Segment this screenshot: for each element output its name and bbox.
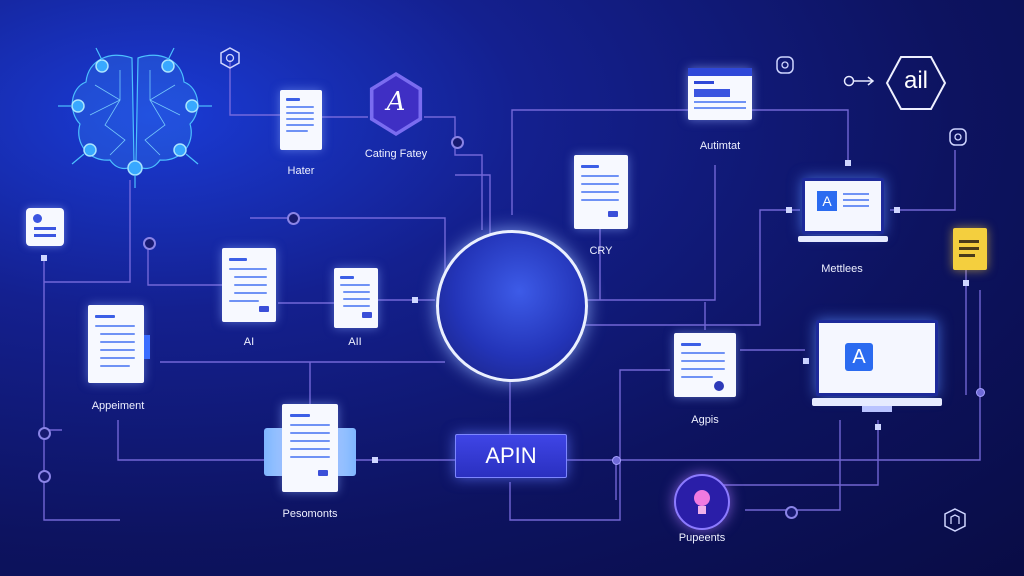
profile-card-icon [26, 208, 64, 246]
dating-label: Cating Fatey [364, 148, 428, 160]
brand-logo-text: A [386, 87, 406, 117]
monitor-small-logo: A [817, 191, 837, 211]
ai-document-mid[interactable] [334, 268, 378, 328]
monitor-small[interactable]: A [798, 178, 888, 250]
apps-label: Agpis [691, 414, 719, 426]
monitor-large-logo: A [845, 343, 873, 371]
doc-tab [144, 335, 150, 359]
connector [372, 457, 378, 463]
connector-node [785, 506, 798, 519]
connector [41, 255, 47, 261]
central-hub[interactable] [436, 230, 588, 382]
apin-button[interactable]: APIN [455, 434, 567, 478]
ai-left-label: AI [243, 336, 255, 348]
documents-label: Pesomonts [282, 508, 338, 520]
connector [786, 207, 792, 213]
apps-document[interactable] [674, 333, 736, 397]
automated-label: Autimtat [699, 140, 741, 152]
methods-label: Mettlees [821, 263, 863, 275]
connector [963, 280, 969, 286]
connector [412, 297, 418, 303]
hex-chip-icon [944, 508, 966, 532]
appointment-document[interactable] [88, 305, 144, 383]
hater-document[interactable] [280, 90, 322, 150]
connector-node [976, 388, 985, 397]
browser-window-icon[interactable] [688, 68, 752, 120]
ai-document-left[interactable] [222, 248, 276, 322]
brand-logo-icon[interactable]: A [369, 72, 423, 136]
chip-icon [948, 127, 968, 147]
connector-node [38, 470, 51, 483]
target-icon [775, 55, 795, 75]
documents-stack[interactable] [264, 404, 356, 494]
connector-node [612, 456, 621, 465]
connector-node [143, 237, 156, 250]
connector [894, 207, 900, 213]
lightbulb-icon[interactable] [674, 474, 730, 530]
puppents-label: Pupeents [678, 532, 726, 544]
crx-label: CRY [589, 245, 613, 257]
ai-mid-label: AII [348, 336, 362, 348]
ail-badge: ail [885, 55, 947, 111]
connector [875, 424, 881, 430]
connector-node [38, 427, 51, 440]
ail-badge-text: ail [903, 67, 928, 94]
yellow-document-icon[interactable] [953, 228, 987, 270]
monitor-large[interactable]: A [812, 320, 942, 422]
crx-document[interactable] [574, 155, 628, 229]
key-icon [843, 74, 877, 88]
appointment-label: Appeiment [91, 400, 145, 412]
chip-icon [220, 47, 240, 69]
apin-label: APIN [485, 443, 537, 468]
connector-node [451, 136, 464, 149]
brain-icon [50, 40, 220, 190]
connector [845, 160, 851, 166]
connector-node [287, 212, 300, 225]
connector [803, 358, 809, 364]
hater-label: Hater [287, 165, 315, 177]
